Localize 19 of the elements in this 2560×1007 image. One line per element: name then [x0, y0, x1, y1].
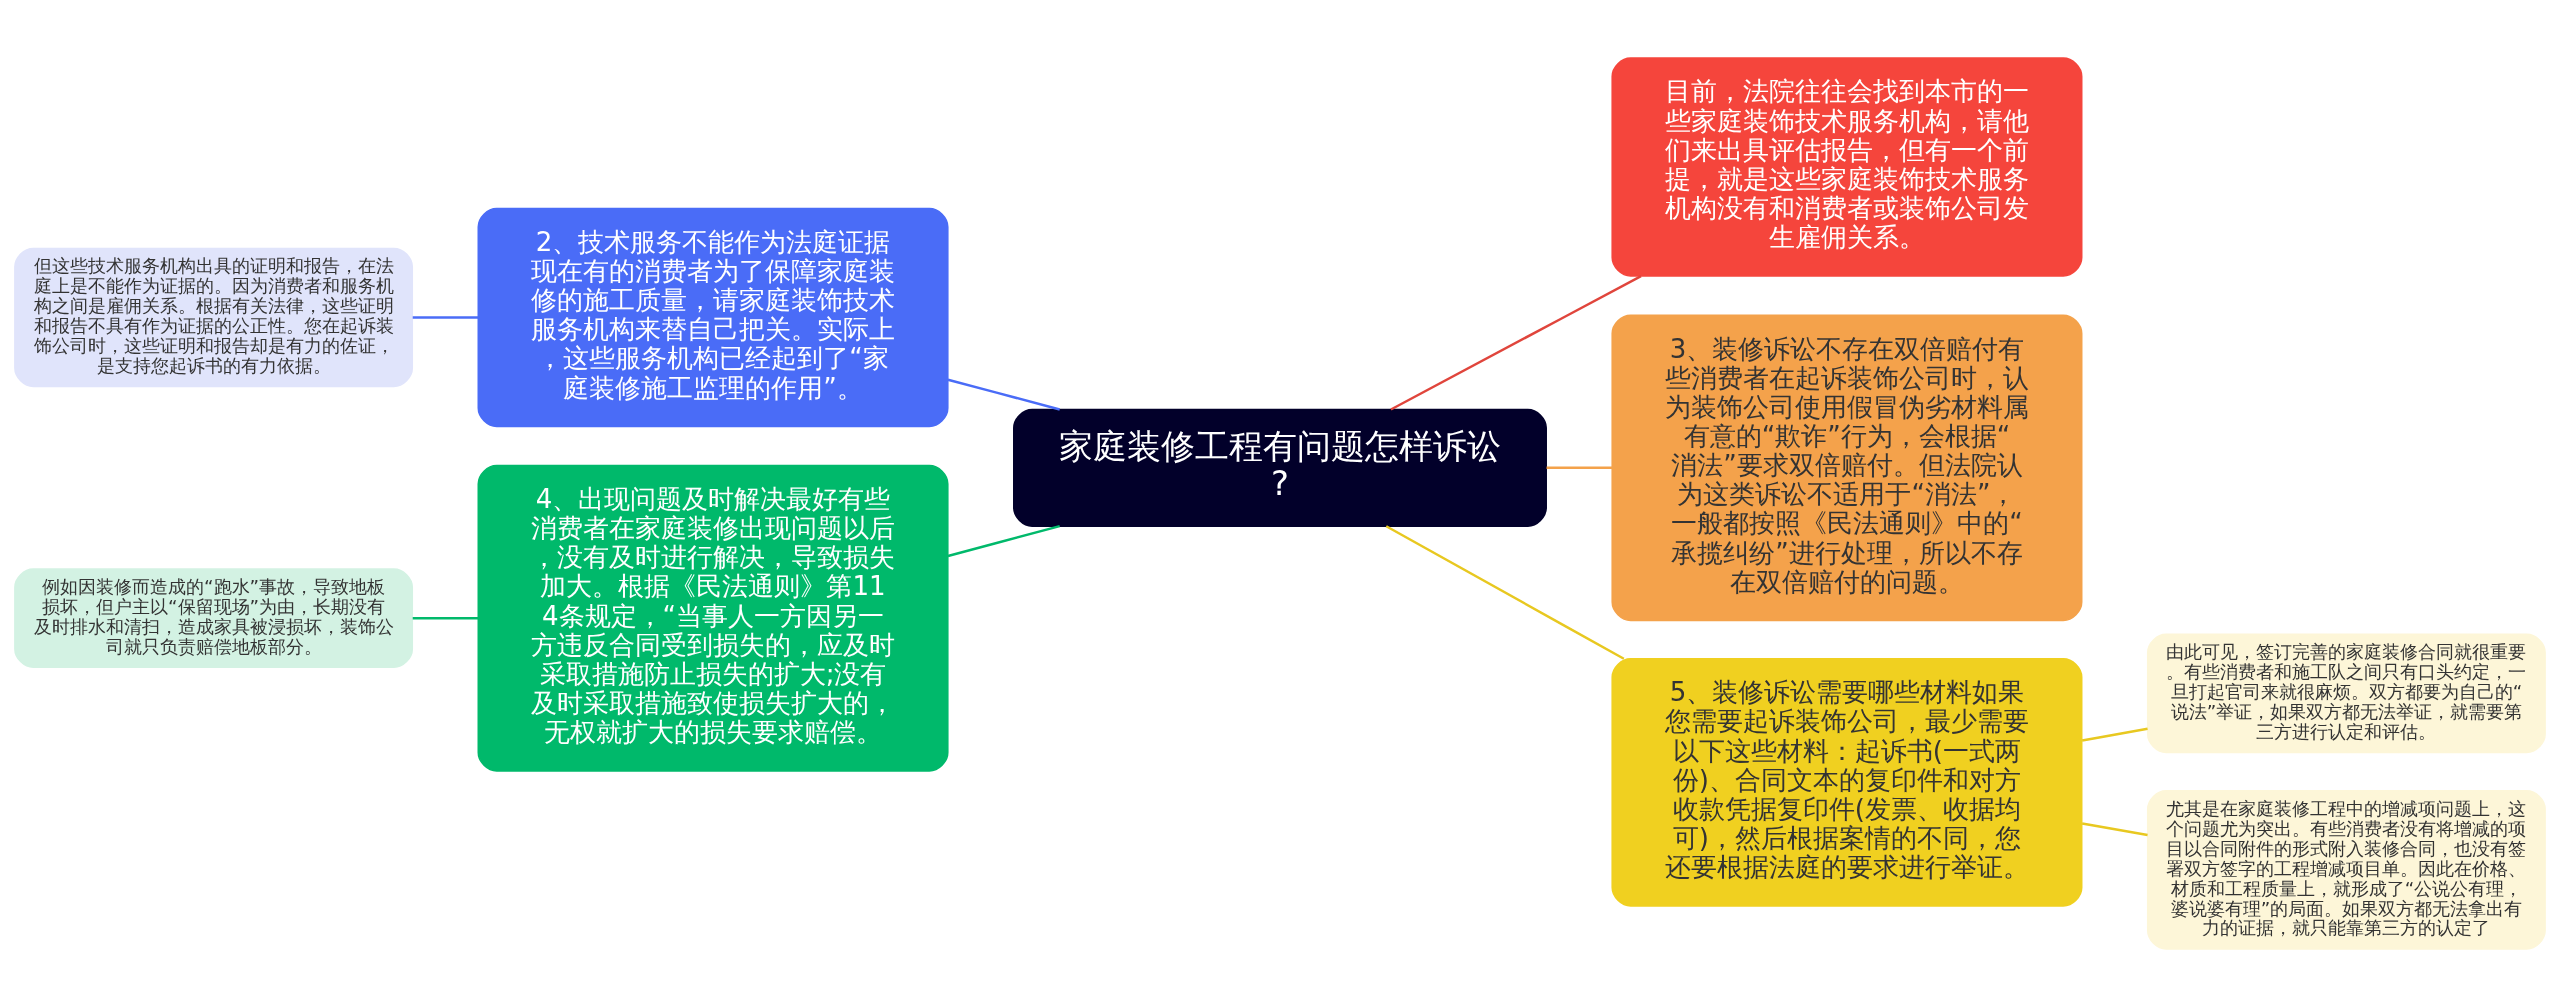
- node-box: 由此可见，签订完善的家庭装修合同就很重要。有些消费者和施工队之间只有口头约定，一旦打起官司来就很麻烦。双方都要为自己的“说法”举证，如果双方都无法举证，就需要第三方进行认定和评估。: [2146, 633, 2546, 754]
- node-box: 家庭装修工程有问题怎样诉讼?: [1013, 408, 1547, 527]
- connector: [1390, 275, 1642, 411]
- node-box: 2、技术服务不能作为法庭证据现在有的消费者为了保障家庭装修的施工质量，请家庭装饰技术服务机构来替自己把关。实际上，这些服务机构已经起到了“家庭装修施工监理的作用”。: [477, 207, 949, 428]
- connector: [947, 378, 1060, 411]
- connector: [947, 524, 1060, 558]
- node-box: 5、装修诉讼需要哪些材料如果您需要起诉装饰公司，最少需要以下这些材料：起诉书(一式两份)、合同文本的复印件和对方收款凭据复印件(发票、收据均可)，然后根据案情的不同，您还要根据法庭的要求进行举证。: [1611, 658, 2083, 907]
- connector: [2081, 727, 2148, 742]
- node-box: 尤其是在家庭装修工程中的增减项问题上，这个问题尤为突出。有些消费者没有将增减的项目以合同附件的形式附入装修合同，也没有签署双方签字的工程增减项目单。因此在价格、材质和工程质量上，就形成了“公说公有理，婆说婆有理”的局面。如果双方都无法拿出有力的证据，就只能靠第三方的认定了: [2146, 790, 2546, 950]
- node-box: 3、装修诉讼不存在双倍赔付有些消费者在起诉装饰公司时，认为装饰公司使用假冒伪劣材料属有意的“欺诈”行为，会根据“消法”要求双倍赔付。但法院认为这类诉讼不适用于“消法”，一般都按照《民法通则》中的“承揽纠纷”进行处理，所以不存在双倍赔付的问题。: [1611, 314, 2083, 622]
- connector: [412, 316, 479, 319]
- node-box: 但这些技术服务机构出具的证明和报告，在法庭上是不能作为证据的。因为消费者和服务机构之间是雇佣关系。根据有关法律，这些证明和报告不具有作为证据的公正性。您在起诉装饰公司时，这些证明和报告却是有力的佐证，是支持您起诉书的有力依据。: [14, 247, 414, 388]
- node-box: 4、出现问题及时解决最好有些消费者在家庭装修出现问题以后，没有及时进行解决，导致损失加大。根据《民法通则》第114条规定，“当事人一方因另一方违反合同受到损失的，应及时采取措施防止损失的扩大;没有及时采取措施致使损失扩大的，无权就扩大的损失要求赔偿。: [477, 464, 949, 772]
- connector: [2081, 822, 2148, 837]
- connector: [1546, 466, 1613, 470]
- connector: [1385, 525, 1625, 660]
- node-box: 例如因装修而造成的“跑水”事故，导致地板损坏，但户主以“保留现场”为由，长期没有及时排水和清扫，造成家具被浸损坏，装饰公司就只负责赔偿地板部分。: [14, 568, 414, 669]
- node-box: 目前，法院往往会找到本市的一些家庭装饰技术服务机构，请他们来出具评估报告，但有一个前提，就是这些家庭装饰技术服务机构没有和消费者或装饰公司发生雇佣关系。: [1611, 57, 2083, 277]
- connector: [412, 616, 479, 620]
